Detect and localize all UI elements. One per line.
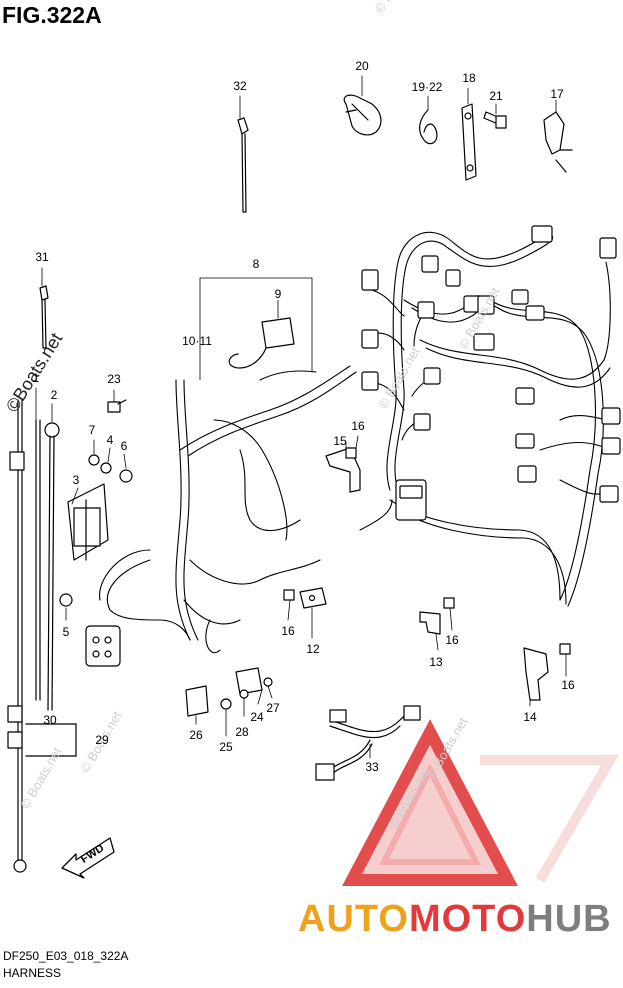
- fuse-holders-29-30: [7, 705, 77, 757]
- clip-19-22: [419, 95, 438, 145]
- callout-30[interactable]: 30: [43, 713, 57, 727]
- figure-name: HARNESS: [3, 966, 62, 980]
- callout-31[interactable]: 31: [35, 250, 49, 264]
- callout-24[interactable]: 24: [250, 710, 264, 724]
- figure-code: DF250_E03_018_322A: [3, 949, 129, 963]
- bracket-15: [325, 447, 361, 493]
- callout-16-d[interactable]: 16: [561, 678, 575, 692]
- callout-33[interactable]: 33: [365, 760, 379, 774]
- bolt-23: [107, 399, 127, 413]
- brand-part-2: MOTO: [408, 898, 527, 940]
- callout-bracket-8: [199, 277, 313, 381]
- callout-8[interactable]: 8: [252, 257, 260, 271]
- plate-12: [283, 587, 327, 609]
- small-parts: [59, 454, 133, 607]
- callout-32[interactable]: 32: [233, 79, 247, 93]
- callout-1[interactable]: 1: [32, 371, 40, 385]
- callout-10-11[interactable]: 10·11: [182, 334, 212, 348]
- callout-18[interactable]: 18: [462, 71, 476, 85]
- callout-6[interactable]: 6: [120, 439, 128, 453]
- bracket-18: [461, 87, 477, 181]
- callout-3[interactable]: 3: [72, 473, 80, 487]
- bracket-13: [419, 597, 455, 635]
- callout-25[interactable]: 25: [219, 740, 233, 754]
- callout-19-22[interactable]: 19·22: [411, 80, 443, 94]
- callout-28[interactable]: 28: [235, 725, 249, 739]
- leader-lines: [35, 387, 567, 759]
- harness-connectors: [361, 225, 621, 521]
- engine-sub-harness: [99, 365, 357, 653]
- cable-tie-31: [39, 267, 49, 349]
- callout-16-b[interactable]: 16: [281, 624, 295, 638]
- ecm-plate-3: [67, 483, 109, 561]
- cable-tie-32: [237, 95, 249, 213]
- callout-15[interactable]: 15: [333, 434, 347, 448]
- callout-14[interactable]: 14: [523, 710, 537, 724]
- callout-17[interactable]: 17: [550, 87, 564, 101]
- callout-29[interactable]: 29: [95, 733, 109, 747]
- main-harness-bundle: [359, 227, 611, 607]
- callout-2[interactable]: 2: [50, 388, 58, 402]
- callout-4[interactable]: 4: [106, 433, 114, 447]
- callout-23[interactable]: 23: [107, 372, 121, 386]
- brand-part-1: AUTO: [298, 898, 409, 940]
- battery-cables-1-2: [9, 399, 60, 873]
- callout-16-c[interactable]: 16: [445, 633, 459, 647]
- callout-12[interactable]: 12: [306, 642, 320, 656]
- relay-9: [228, 317, 295, 369]
- clamp-17: [543, 99, 573, 173]
- large-connector: [85, 625, 121, 667]
- fwd-arrow: [61, 837, 115, 879]
- callout-13[interactable]: 13: [429, 655, 443, 669]
- callout-26[interactable]: 26: [189, 728, 203, 742]
- callout-9[interactable]: 9: [274, 287, 282, 301]
- small-parts-24-28: [185, 667, 273, 717]
- callout-21[interactable]: 21: [489, 89, 503, 103]
- clamp-20: [343, 75, 382, 136]
- figure-title: FIG.322A: [2, 2, 102, 28]
- callout-16-a[interactable]: 16: [351, 419, 365, 433]
- callout-20[interactable]: 20: [355, 59, 369, 73]
- brand-part-3: HUB: [526, 898, 612, 940]
- brand-wordmark: AUTOMOTOHUB: [298, 898, 612, 941]
- bolt-21: [483, 103, 507, 129]
- callout-27[interactable]: 27: [266, 701, 280, 715]
- sub-harness-33: [315, 705, 421, 781]
- callout-7[interactable]: 7: [88, 423, 96, 437]
- bracket-14: [523, 643, 571, 701]
- callout-5[interactable]: 5: [62, 625, 70, 639]
